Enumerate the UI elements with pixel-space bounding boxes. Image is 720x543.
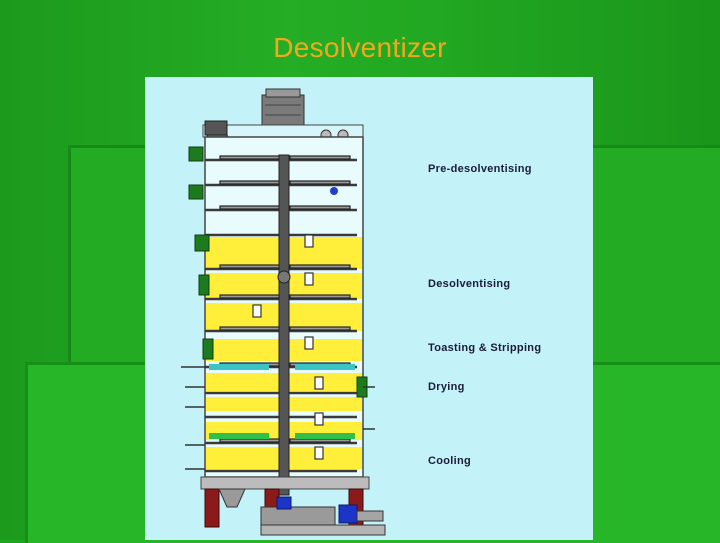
vapour-dome — [261, 88, 305, 126]
diagram-svg: Pre-desolventising Desolventising Toasti… — [181, 88, 541, 536]
drive-unit — [260, 496, 386, 536]
label-cooling: Cooling — [428, 455, 471, 467]
side-nozzles — [188, 146, 368, 398]
page-title: Desolventizer — [273, 32, 447, 63]
label-drying: Drying — [428, 381, 465, 393]
pipework — [181, 366, 375, 470]
level-gauges — [252, 234, 324, 460]
steam-strip — [295, 364, 355, 370]
agitator-shaft — [278, 154, 290, 496]
desolventizer-diagram: Pre-desolventising Desolventising Toasti… — [145, 77, 593, 540]
sensor-icon — [330, 187, 338, 195]
label-pre-desolventising: Pre-desolventising — [428, 163, 532, 175]
steam-strip — [209, 364, 269, 370]
cooling-air-strip — [209, 433, 269, 439]
shaft-coupling — [277, 270, 291, 284]
label-toasting-stripping: Toasting & Stripping — [428, 342, 541, 354]
cooling-air-strip — [295, 433, 355, 439]
label-desolventising: Desolventising — [428, 278, 510, 290]
support-frame — [200, 476, 370, 528]
